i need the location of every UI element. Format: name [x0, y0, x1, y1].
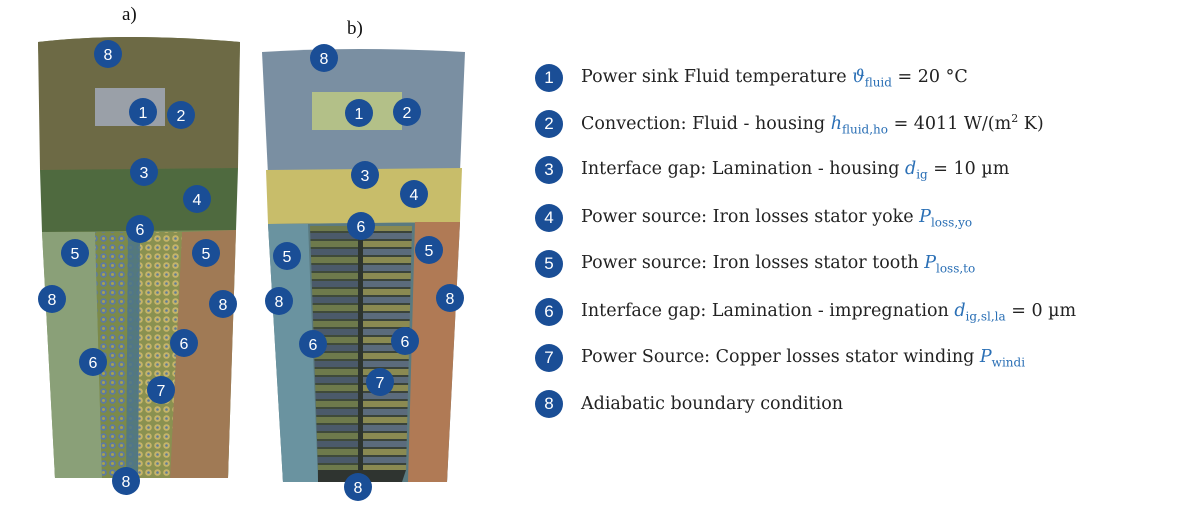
legend-badge-8: 8	[535, 390, 563, 418]
svg-text:8: 8	[219, 297, 228, 314]
svg-text:3: 3	[361, 168, 370, 185]
svg-text:4: 4	[193, 192, 202, 209]
marker-a-8-right: 8	[209, 290, 237, 318]
legend-text-8: Adiabatic boundary condition	[581, 394, 844, 414]
marker-b-6-top: 6	[347, 212, 375, 240]
svg-text:7: 7	[376, 375, 385, 392]
legend-badge-5: 5	[535, 250, 563, 278]
svg-text:6: 6	[180, 336, 189, 353]
legend-badge-3: 3	[535, 156, 563, 184]
svg-text:1: 1	[355, 106, 364, 123]
svg-text:8: 8	[48, 292, 57, 309]
svg-text:8: 8	[122, 474, 131, 491]
marker-b-2: 2	[393, 98, 421, 126]
marker-b-8-top: 8	[310, 44, 338, 72]
legend-badge-7: 7	[535, 344, 563, 372]
markers-panel-b: 8 1 2 3 4 6 5 5 8 8 6 6 7 8	[265, 44, 464, 501]
svg-text:5: 5	[71, 246, 80, 263]
legend-text-6: Interface gap: Lamination - impregnation…	[581, 300, 1077, 324]
panel-b-label: b)	[347, 18, 363, 39]
legend-item-4: 4 Power source: Iron losses stator yoke …	[535, 198, 972, 238]
marker-a-1: 1	[129, 98, 157, 126]
marker-b-6-right: 6	[391, 327, 419, 355]
legend-item-3: 3 Interface gap: Lamination - housing di…	[535, 150, 1009, 190]
svg-text:8: 8	[275, 294, 284, 311]
marker-a-8-bottom: 8	[112, 467, 140, 495]
svg-text:5: 5	[283, 249, 292, 266]
svg-text:3: 3	[140, 165, 149, 182]
cross-section-figure: 8 1 2 3 4 6 5 5 8 8 6 6 7 8 8 1 2 3 4 6 …	[38, 37, 465, 501]
marker-a-5-left: 5	[61, 239, 89, 267]
svg-text:6: 6	[309, 337, 318, 354]
svg-text:8: 8	[354, 480, 363, 497]
legend-text-5: Power source: Iron losses stator tooth P…	[581, 252, 976, 276]
svg-text:6: 6	[136, 222, 145, 239]
svg-text:6: 6	[357, 219, 366, 236]
legend-badge-4: 4	[535, 204, 563, 232]
legend-item-7: 7 Power Source: Copper losses stator win…	[535, 338, 1025, 378]
panel-a-label: a)	[122, 4, 137, 25]
panel-b-geometry	[262, 49, 465, 482]
marker-a-6-right: 6	[170, 329, 198, 357]
svg-text:4: 4	[410, 187, 419, 204]
marker-b-1: 1	[345, 99, 373, 127]
svg-text:8: 8	[320, 51, 329, 68]
marker-b-5-left: 5	[273, 242, 301, 270]
svg-text:7: 7	[157, 383, 166, 400]
marker-a-6-top: 6	[126, 215, 154, 243]
legend-item-6: 6 Interface gap: Lamination - impregnati…	[535, 292, 1076, 332]
svg-text:2: 2	[177, 108, 186, 125]
legend-badge-6: 6	[535, 298, 563, 326]
svg-text:5: 5	[202, 246, 211, 263]
svg-text:1: 1	[139, 105, 148, 122]
marker-a-5-right: 5	[192, 239, 220, 267]
markers-panel-a: 8 1 2 3 4 6 5 5 8 8 6 6 7 8	[38, 40, 237, 495]
svg-text:5: 5	[425, 243, 434, 260]
marker-a-4: 4	[183, 185, 211, 213]
legend-item-5: 5 Power source: Iron losses stator tooth…	[535, 244, 975, 284]
svg-text:8: 8	[104, 47, 113, 64]
marker-b-3: 3	[351, 161, 379, 189]
marker-a-8-left: 8	[38, 285, 66, 313]
legend-text-3: Interface gap: Lamination - housing dig …	[581, 158, 1010, 182]
marker-b-8-left: 8	[265, 287, 293, 315]
svg-text:2: 2	[403, 105, 412, 122]
legend-text-2: Convection: Fluid - housing hfluid,ho = …	[581, 111, 1044, 137]
legend-item-8: 8 Adiabatic boundary condition	[535, 384, 843, 424]
marker-b-7: 7	[366, 368, 394, 396]
marker-a-3: 3	[130, 158, 158, 186]
marker-b-5-right: 5	[415, 236, 443, 264]
marker-a-7: 7	[147, 376, 175, 404]
marker-b-4: 4	[400, 180, 428, 208]
marker-b-6-left: 6	[299, 330, 327, 358]
marker-b-8-bottom: 8	[344, 473, 372, 501]
legend-item-2: 2 Convection: Fluid - housing hfluid,ho …	[535, 104, 1044, 144]
marker-a-2: 2	[167, 101, 195, 129]
legend-text-4: Power source: Iron losses stator yoke Pl…	[581, 206, 973, 230]
legend-text-7: Power Source: Copper losses stator windi…	[581, 346, 1026, 370]
svg-text:8: 8	[446, 291, 455, 308]
svg-text:6: 6	[89, 355, 98, 372]
legend-item-1: 1 Power sink Fluid temperature ϑfluid = …	[535, 58, 968, 98]
marker-a-8-top: 8	[94, 40, 122, 68]
legend-text-1: Power sink Fluid temperature ϑfluid = 20…	[581, 66, 968, 90]
legend-badge-1: 1	[535, 64, 563, 92]
svg-text:6: 6	[401, 334, 410, 351]
marker-a-6-left: 6	[79, 348, 107, 376]
marker-b-8-right: 8	[436, 284, 464, 312]
legend-badge-2: 2	[535, 110, 563, 138]
